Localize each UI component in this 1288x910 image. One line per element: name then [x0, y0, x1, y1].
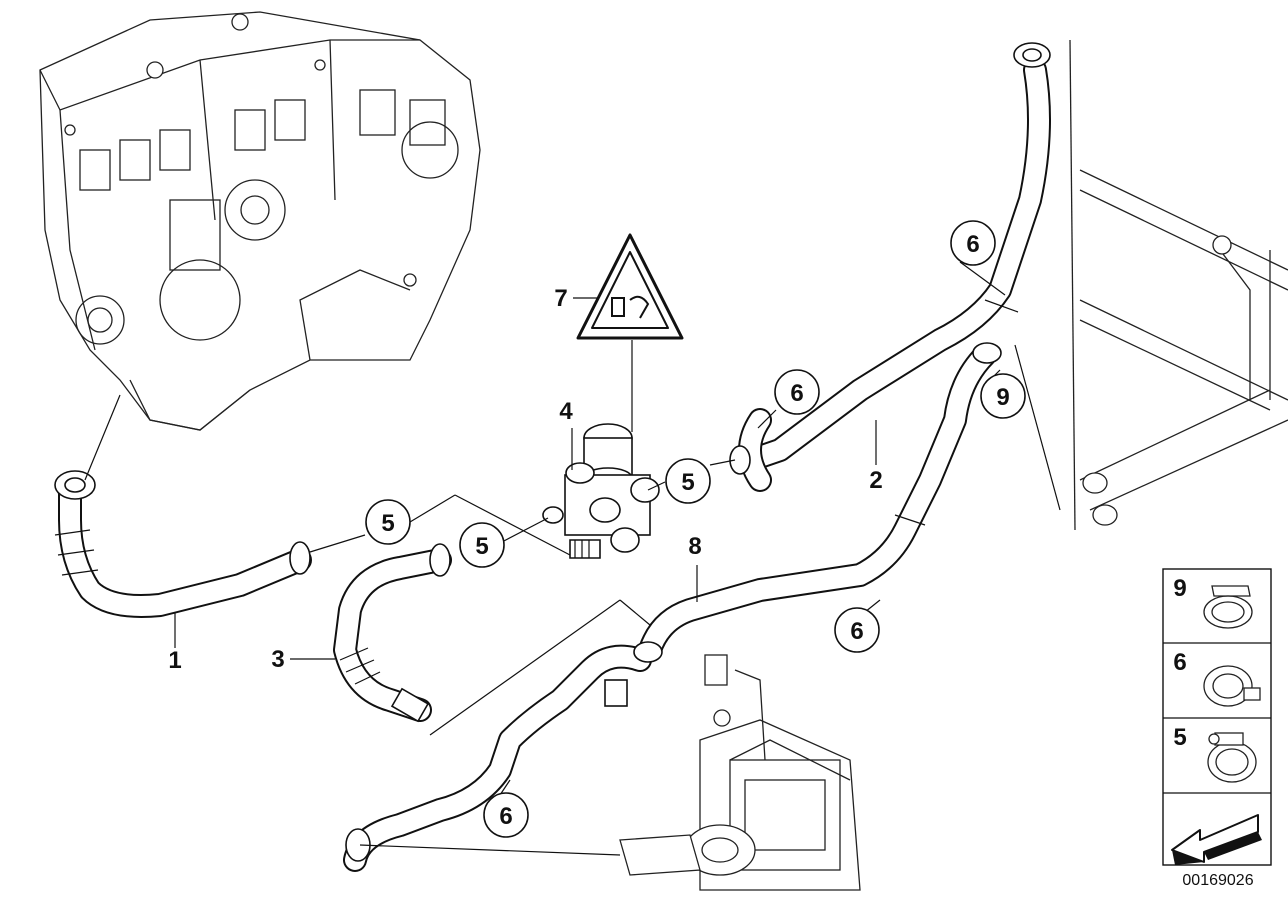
svg-text:6: 6 — [850, 618, 863, 645]
svg-text:5: 5 — [681, 469, 694, 496]
svg-text:5: 5 — [381, 510, 394, 537]
callout-2: 2 — [869, 467, 882, 494]
callout-7: 7 — [554, 285, 567, 312]
heater-frame — [1069, 39, 1288, 531]
svg-text:9: 9 — [1173, 575, 1186, 602]
callout-8: 8 — [688, 533, 701, 560]
legend-item-5: 5 — [1173, 724, 1257, 783]
callout-5-c: 5 — [665, 458, 711, 504]
legend-item-6: 6 — [1173, 649, 1261, 707]
svg-text:2: 2 — [869, 467, 882, 494]
hose-1 — [54, 470, 312, 618]
legend-item-9: 9 — [1173, 575, 1253, 629]
svg-text:6: 6 — [790, 380, 803, 407]
svg-text:6: 6 — [499, 803, 512, 830]
svg-text:9: 9 — [996, 384, 1009, 411]
callout-1: 1 — [168, 647, 181, 674]
callout-5-a: 5 — [365, 499, 411, 545]
hose-3 — [333, 543, 452, 723]
svg-text:8: 8 — [688, 533, 701, 560]
callout-4: 4 — [559, 398, 573, 425]
svg-text:3: 3 — [271, 646, 284, 673]
callout-5-b: 5 — [459, 522, 505, 568]
svg-text:6: 6 — [966, 231, 979, 258]
callout-6-c: 6 — [834, 607, 880, 653]
warning-triangle-icon — [576, 233, 684, 340]
callout-9: 9 — [980, 373, 1026, 419]
svg-text:5: 5 — [1173, 724, 1186, 751]
document-number: 00169026 — [1182, 872, 1253, 889]
svg-text:4: 4 — [559, 398, 573, 425]
svg-text:6: 6 — [1173, 649, 1186, 676]
heater-pump-assembly — [619, 654, 861, 891]
hose-2 — [729, 42, 1051, 492]
engine-block — [39, 11, 481, 431]
svg-text:7: 7 — [554, 285, 567, 312]
water-valve — [542, 423, 660, 559]
svg-text:1: 1 — [168, 647, 181, 674]
svg-text:5: 5 — [475, 533, 488, 560]
direction-arrow-icon — [1171, 814, 1262, 865]
legend: 9 6 5 — [1162, 568, 1272, 866]
callout-3: 3 — [271, 646, 284, 673]
callout-6-d: 6 — [483, 792, 529, 838]
hose-8 — [343, 342, 1002, 872]
callout-6-b: 6 — [774, 369, 820, 415]
callout-6-a: 6 — [950, 220, 996, 266]
